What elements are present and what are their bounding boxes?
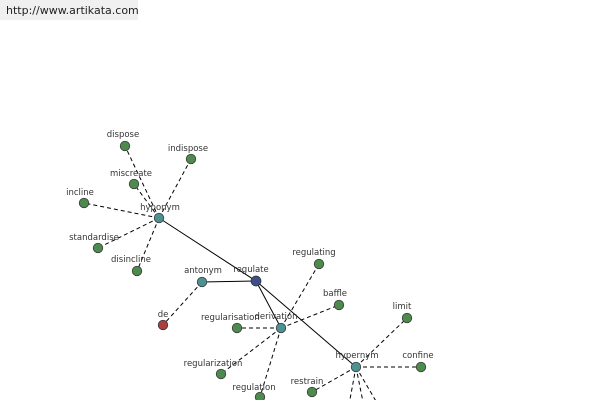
node-label-miscreate: miscreate — [110, 169, 152, 179]
edge-hypernym-restrain — [311, 366, 357, 393]
node-label-baffle: baffle — [323, 289, 347, 299]
node-hypernym[interactable]: hypernym — [335, 351, 379, 373]
node-dot-incline[interactable] — [78, 197, 90, 209]
node-label-de: de — [158, 310, 169, 320]
node-dot-regulate[interactable] — [250, 275, 262, 287]
nodes-layer: regulate hyponym antonym derivation hypernym… — [66, 130, 434, 400]
node-dot-miscreate[interactable] — [128, 178, 140, 190]
node-label-limit: limit — [393, 302, 412, 312]
node-limit[interactable]: limit — [393, 302, 413, 324]
node-dot-hypernym[interactable] — [350, 361, 362, 373]
node-regulate[interactable]: regulate — [233, 265, 269, 287]
node-standardise[interactable]: standardise — [69, 233, 119, 254]
node-label-regulation: regulation — [232, 383, 275, 393]
node-dot-hyponym[interactable] — [153, 212, 165, 224]
node-dot-regulating[interactable] — [313, 258, 325, 270]
edge-hypernym-offscreen-a — [349, 366, 357, 400]
edge-regulate-hyponym — [158, 217, 257, 282]
node-label-standardise: standardise — [69, 233, 119, 243]
node-label-regularisation: regularisation — [201, 313, 260, 323]
node-dot-limit[interactable] — [401, 312, 413, 324]
edge-regulate-antonym — [201, 280, 257, 283]
node-restrain[interactable]: restrain — [291, 377, 324, 398]
node-dot-indispose[interactable] — [185, 153, 197, 165]
edge-hypernym-limit — [355, 317, 408, 368]
node-label-confine: confine — [402, 351, 433, 361]
node-dot-antonym[interactable] — [196, 276, 208, 288]
edge-derivation-regulation — [259, 327, 282, 398]
node-dot-regularization[interactable] — [215, 368, 227, 380]
node-label-disincline: disincline — [111, 255, 151, 265]
node-incline[interactable]: incline — [66, 188, 94, 209]
node-dot-standardise[interactable] — [92, 242, 104, 254]
node-antonym[interactable]: antonym — [184, 266, 222, 288]
node-confine[interactable]: confine — [402, 351, 434, 373]
header-bar: http://www.artikata.com — [0, 0, 139, 20]
edge-derivation-baffle — [280, 304, 340, 329]
node-label-derivation: derivation — [254, 312, 297, 322]
edges-layer — [83, 145, 421, 400]
node-regularisation[interactable]: regularisation — [201, 313, 260, 334]
edge-regulate-hypernym — [255, 280, 357, 368]
node-label-hypernym: hypernym — [335, 351, 378, 361]
edge-hypernym-offscreen-c — [355, 366, 376, 400]
node-miscreate[interactable]: miscreate — [110, 169, 152, 190]
edge-hyponym-standardise — [97, 217, 160, 249]
node-label-antonym: antonym — [184, 266, 222, 276]
node-disincline[interactable]: disincline — [111, 255, 151, 277]
edge-hypernym-offscreen-b — [355, 366, 364, 400]
node-label-indispose: indispose — [168, 144, 208, 154]
node-label-regulate: regulate — [233, 265, 268, 275]
edge-antonym-de — [162, 281, 203, 326]
node-label-regularization: regularization — [184, 359, 243, 369]
node-dot-confine[interactable] — [415, 361, 427, 373]
node-dispose[interactable]: dispose — [107, 130, 139, 152]
node-label-hyponym: hyponym — [140, 203, 180, 213]
edge-derivation-regulating — [280, 263, 320, 329]
node-dot-dispose[interactable] — [119, 140, 131, 152]
node-dot-regulation[interactable] — [254, 391, 266, 400]
edge-hyponym-incline — [83, 202, 160, 219]
node-dot-baffle[interactable] — [333, 299, 345, 311]
node-label-regulating: regulating — [292, 248, 335, 258]
edge-regulate-derivation — [255, 280, 282, 329]
node-dot-derivation[interactable] — [275, 322, 287, 334]
node-dot-regularisation[interactable] — [231, 322, 243, 334]
edge-hyponym-disincline — [136, 217, 160, 272]
node-derivation[interactable]: derivation — [254, 312, 298, 334]
site-url-link[interactable]: http://www.artikata.com — [6, 4, 139, 17]
node-regulating[interactable]: regulating — [292, 248, 336, 270]
edge-hyponym-dispose — [124, 145, 160, 219]
node-dot-restrain[interactable] — [306, 386, 318, 398]
node-regulation[interactable]: regulation — [232, 383, 276, 400]
node-label-dispose: dispose — [107, 130, 139, 140]
edge-hyponym-miscreate — [133, 183, 160, 219]
edge-derivation-regularization — [220, 327, 282, 375]
node-indispose[interactable]: indispose — [168, 144, 208, 165]
node-de[interactable]: de — [157, 310, 169, 331]
node-dot-disincline[interactable] — [131, 265, 143, 277]
node-dot-de[interactable] — [157, 319, 169, 331]
node-regularization[interactable]: regularization — [184, 359, 243, 380]
node-baffle[interactable]: baffle — [323, 289, 347, 311]
node-label-incline: incline — [66, 188, 94, 198]
node-hyponym[interactable]: hyponym — [140, 203, 180, 224]
node-label-restrain: restrain — [291, 377, 324, 387]
